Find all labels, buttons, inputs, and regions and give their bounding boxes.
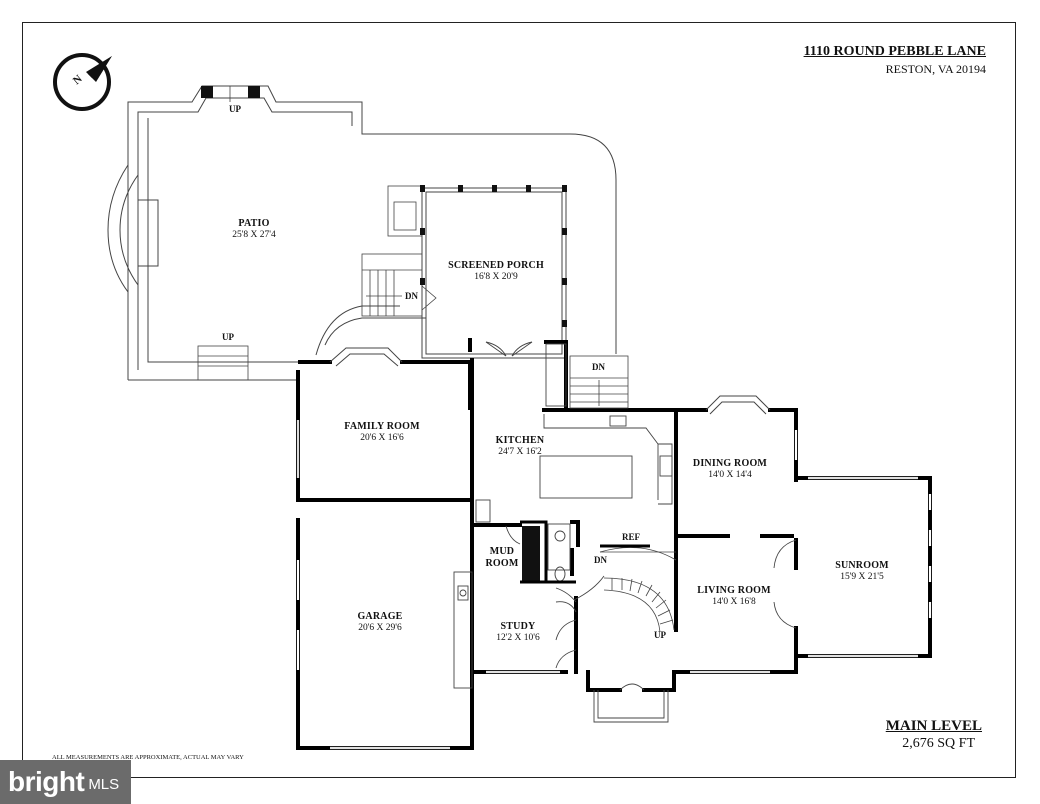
garage-counter [453,571,473,689]
room-dims: 25'8 X 27'4 [232,229,276,240]
room-name: DINING ROOM [692,458,768,469]
stair-down-marker: DN [594,555,607,565]
room-name: KITCHEN [495,435,545,446]
room-dims: 20'6 X 16'6 [360,432,404,443]
room-mud: MUD ROOM [480,546,524,569]
room-living: LIVING ROOM 14'0 X 16'8 [684,585,784,607]
bright-mls-logo: bright MLS [0,760,131,804]
compass-icon [53,53,112,111]
porch-posts [420,185,567,327]
level-area: 2,676 SQ FT [902,736,975,751]
room-dims: 24'7 X 16'2 [498,446,542,457]
stair-up-marker: UP [229,104,241,114]
kitchen-counters [539,343,673,505]
stair-down-marker: DN [405,291,418,301]
mudroom-fixtures [475,499,577,603]
curved-stairs [599,547,677,633]
room-name-line1: MUD [489,546,515,557]
room-kitchen: KITCHEN 24'7 X 16'2 [470,435,570,457]
room-name: SCREENED PORCH [448,260,544,271]
room-patio: PATIO 25'8 X 27'4 [204,218,304,240]
room-name: SUNROOM [835,560,889,571]
front-entry [573,575,669,723]
plan-frame [22,22,1016,778]
study-doors [555,601,577,669]
refrigerator-marker: REF [622,532,640,542]
pier [248,86,260,98]
family-bay [329,347,403,367]
kitchen-stairs [569,355,629,409]
patio-stairs [361,185,437,317]
room-screened-porch: SCREENED PORCH 16'8 X 20'9 [436,260,556,282]
logo-word: bright [8,766,85,797]
room-name-line2: ROOM [485,557,519,569]
room-sunroom: SUNROOM 15'9 X 21'5 [812,560,912,582]
room-study: STUDY 12'2 X 10'6 [478,621,558,643]
room-name: LIVING ROOM [697,585,771,596]
room-name: PATIO [238,218,270,229]
sunroom-doors [773,539,797,629]
logo-suffix: MLS [88,775,120,793]
room-dining: DINING ROOM 14'0 X 14'4 [680,458,780,480]
room-name: GARAGE [357,611,403,622]
level-title: MAIN LEVEL [885,718,982,734]
room-dims: 15'9 X 21'5 [840,571,884,582]
room-dims: 12'2 X 10'6 [496,632,540,643]
room-dims: 14'0 X 14'4 [708,469,752,480]
address-title: 1110 ROUND PEBBLE LANE [803,44,986,59]
room-dims: 20'6 X 29'6 [358,622,402,633]
stair-up-marker: UP [222,332,234,342]
disclaimer: ALL MEASUREMENTS ARE APPROXIMATE, ACTUAL… [52,754,244,761]
room-dims: 14'0 X 16'8 [712,596,756,607]
room-dims: 16'8 X 20'9 [474,271,518,282]
room-family: FAMILY ROOM 20'6 X 16'6 [332,421,432,443]
patio-outline [107,85,617,381]
dining-bay [705,395,771,415]
room-garage: GARAGE 20'6 X 29'6 [330,611,430,633]
closet-block [522,526,540,582]
patio-steps [197,86,249,381]
pier [201,86,213,98]
room-name: FAMILY ROOM [344,421,420,432]
address-city: RESTON, VA 20194 [885,62,986,76]
stair-up-marker: UP [654,630,666,640]
stair-down-marker: DN [592,362,605,372]
porch-door [485,341,533,357]
room-name: STUDY [500,621,536,632]
